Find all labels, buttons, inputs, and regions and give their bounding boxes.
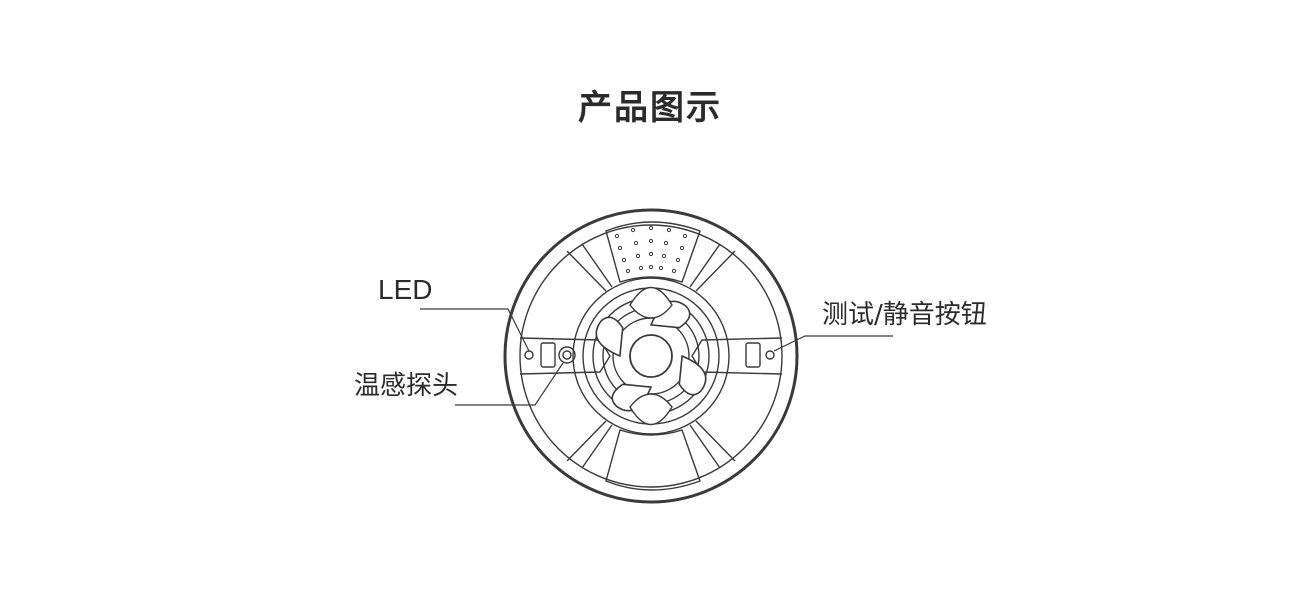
spokes xyxy=(566,243,736,469)
sound-grille-sector xyxy=(605,221,701,283)
center-ring-1 xyxy=(572,277,730,435)
test-mute-button-indicator xyxy=(765,350,775,360)
page-title: 产品图示 xyxy=(578,88,722,128)
led-housing xyxy=(540,342,556,368)
temp-probe-label: 温感探头 xyxy=(354,371,459,401)
button-housing xyxy=(745,342,761,368)
led-indicator xyxy=(524,350,534,360)
grille-dots xyxy=(614,225,688,274)
test-mute-leader-line xyxy=(773,335,893,352)
led-leader-line xyxy=(420,308,530,352)
left-arm xyxy=(519,337,611,375)
temp-probe-inner xyxy=(562,350,572,360)
center-hub xyxy=(629,334,673,378)
bottom-petal xyxy=(629,393,673,425)
top-petal xyxy=(629,287,673,319)
right-arm xyxy=(691,337,783,375)
outer-rim xyxy=(503,208,799,504)
led-label: LED xyxy=(378,274,433,305)
temp-probe-leader-line xyxy=(455,362,564,406)
bottom-sector xyxy=(605,429,701,491)
petals xyxy=(595,300,707,412)
inner-rim xyxy=(519,224,783,488)
temp-probe-outer xyxy=(558,346,576,364)
test-mute-button-label: 测试/静音按钮 xyxy=(822,300,987,330)
